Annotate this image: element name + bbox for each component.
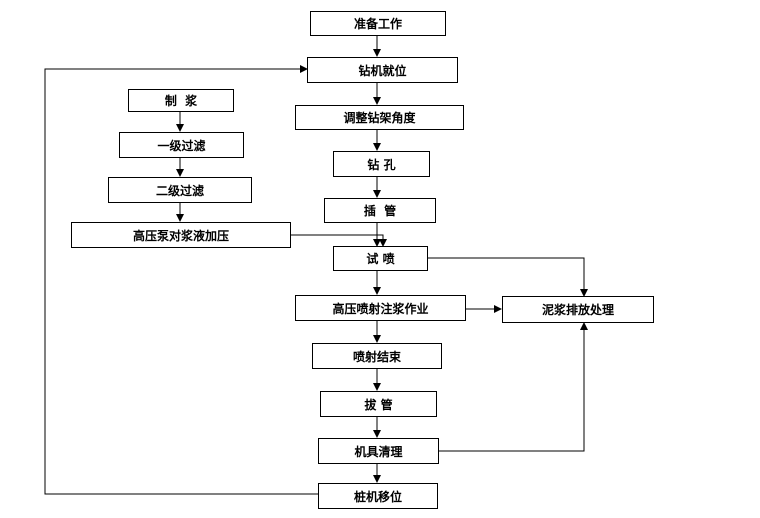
node-rig-in-place: 钻机就位 [307, 57, 458, 83]
node-machine-clean: 机具清理 [318, 438, 439, 464]
node-filter-1: 一级过滤 [119, 132, 244, 158]
node-pile-rig-move: 桩机移位 [318, 483, 438, 509]
node-slurry-make: 制 浆 [128, 89, 234, 112]
node-pump-pressurize: 高压泵对浆液加压 [71, 222, 291, 248]
arrow-pump-to-test [291, 234, 387, 247]
arrow-test-to-mud [428, 257, 588, 297]
node-drill-hole: 钻 孔 [333, 151, 430, 177]
node-prepare: 准备工作 [310, 11, 446, 36]
node-high-pressure-grouting: 高压喷射注浆作业 [295, 295, 466, 321]
node-adjust-angle: 调整钻架角度 [295, 105, 464, 130]
arrow-clean-to-mud [439, 322, 588, 452]
node-insert-pipe: 插 管 [324, 198, 436, 223]
node-mud-discharge: 泥浆排放处理 [502, 296, 654, 323]
node-test-spray: 试 喷 [333, 246, 428, 271]
node-pull-pipe: 拔 管 [320, 391, 437, 417]
node-filter-2: 二级过滤 [108, 177, 252, 203]
node-spray-end: 喷射结束 [312, 343, 442, 369]
arrow-move-to-rig-loop [44, 65, 318, 495]
